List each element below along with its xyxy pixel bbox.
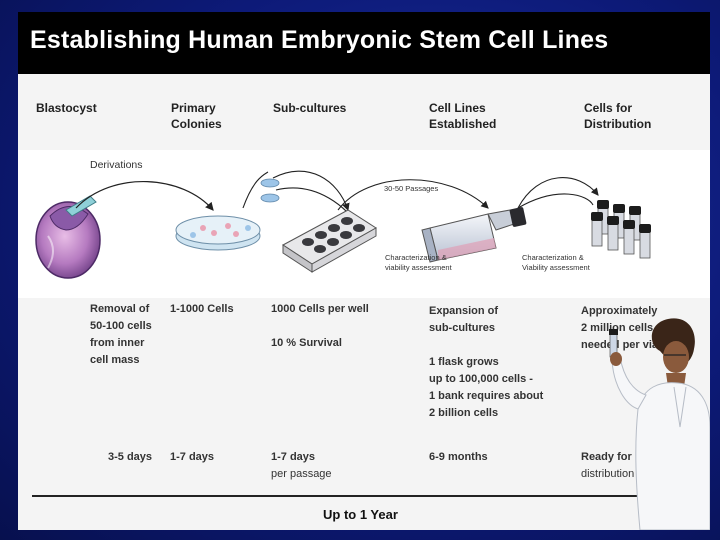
stage-header-band [18, 74, 710, 150]
duration-cell-lines: 6-9 months [429, 451, 488, 463]
characterization-label-2: Characterization &Viability assessment [522, 253, 590, 272]
passages-arrow [337, 179, 489, 211]
slide: Establishing Human Embryonic Stem Cell L… [18, 12, 710, 530]
vials-illustration [591, 200, 651, 259]
derivations-label: Derivations [90, 159, 143, 171]
timeline-arrow [32, 495, 650, 497]
duration-blastocyst: 3-5 days [108, 451, 153, 463]
header-blastocyst: Blastocyst [36, 101, 97, 115]
passages-label: 30-50 Passages [382, 184, 441, 194]
detail-subcultures-cells: 1000 Cells per well [271, 303, 369, 315]
derivation-arrow [75, 181, 214, 211]
characterization-label-1: Characterization &viability assessment [385, 253, 452, 272]
duration-primary: 1-7 days [170, 451, 215, 463]
slide-title: Establishing Human Embryonic Stem Cell L… [30, 26, 609, 54]
header-subcultures: Sub-cultures [273, 101, 347, 115]
process-diagram [35, 170, 651, 279]
culture-flask-illustration [421, 207, 527, 263]
petri-dish-illustration [175, 215, 261, 251]
scientist-illustration [609, 318, 710, 530]
details-band [18, 298, 710, 530]
well-plate-illustration [282, 209, 377, 273]
detail-primary: 1-1000 Cells [170, 303, 234, 315]
blastocyst-illustration [35, 195, 101, 279]
timeline-label: Up to 1 Year [323, 507, 398, 522]
detail-subcultures-survival: 10 % Survival [271, 337, 342, 349]
title-bar: Establishing Human Embryonic Stem Cell L… [18, 12, 710, 74]
